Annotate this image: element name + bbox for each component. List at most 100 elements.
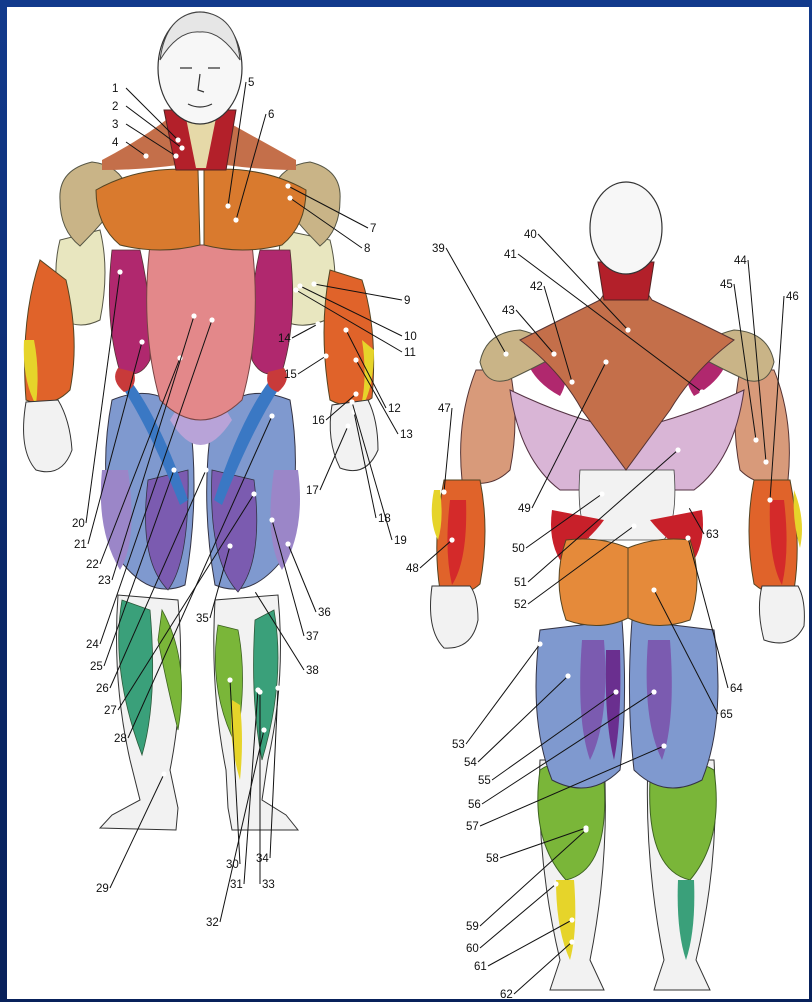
front-abdomen [147, 245, 256, 420]
label-number-43: 43 [502, 305, 515, 317]
marker-dot-42 [569, 379, 574, 384]
marker-dot-12 [343, 327, 348, 332]
marker-dot-20 [117, 269, 122, 274]
marker-dot-52 [631, 523, 636, 528]
label-number-61: 61 [474, 961, 487, 973]
marker-dot-64 [685, 535, 690, 540]
label-number-31: 31 [230, 879, 243, 891]
label-number-49: 49 [518, 503, 531, 515]
label-number-27: 27 [104, 705, 117, 717]
leader-line-36 [288, 544, 316, 612]
label-number-37: 37 [306, 631, 319, 643]
label-number-48: 48 [406, 563, 419, 575]
marker-dot-63 [685, 503, 690, 508]
marker-dot-65 [651, 587, 656, 592]
marker-dot-56 [651, 689, 656, 694]
marker-dot-45 [753, 437, 758, 442]
label-number-4: 4 [112, 137, 119, 149]
marker-dot-25 [171, 467, 176, 472]
back-left-upper-arm [461, 370, 515, 483]
leader-line-47 [444, 408, 452, 492]
marker-dot-54 [565, 673, 570, 678]
marker-dot-57 [661, 743, 666, 748]
label-number-62: 62 [500, 989, 513, 1001]
marker-dot-3 [173, 153, 178, 158]
marker-dot-29 [161, 771, 166, 776]
label-number-7: 7 [370, 223, 376, 235]
label-number-9: 9 [404, 295, 410, 307]
marker-dot-46 [767, 497, 772, 502]
marker-dot-55 [613, 689, 618, 694]
label-number-24: 24 [86, 639, 99, 651]
label-number-6: 6 [268, 109, 274, 121]
back-left-hand [431, 586, 479, 648]
label-number-58: 58 [486, 853, 499, 865]
label-number-35: 35 [196, 613, 209, 625]
back-head [590, 182, 662, 274]
marker-dot-41 [699, 389, 704, 394]
marker-dot-51 [675, 447, 680, 452]
label-number-19: 19 [394, 535, 407, 547]
label-number-36: 36 [318, 607, 331, 619]
marker-dot-6 [233, 217, 238, 222]
marker-dot-16 [353, 391, 358, 396]
label-number-3: 3 [112, 119, 118, 131]
label-number-54: 54 [464, 757, 477, 769]
front-serratus-right [251, 250, 293, 374]
marker-dot-13 [353, 357, 358, 362]
marker-dot-60 [553, 881, 558, 886]
marker-dot-4 [143, 153, 148, 158]
marker-dot-2 [179, 145, 184, 150]
marker-dot-14 [315, 321, 320, 326]
marker-dot-50 [599, 491, 604, 496]
front-serratus-left [109, 250, 150, 374]
label-number-53: 53 [452, 739, 465, 751]
marker-dot-27 [251, 491, 256, 496]
label-number-38: 38 [306, 665, 319, 677]
marker-dot-19 [349, 399, 354, 404]
back-right-upper-arm [735, 370, 789, 483]
label-number-25: 25 [90, 661, 103, 673]
marker-dot-28 [269, 413, 274, 418]
label-number-57: 57 [466, 821, 479, 833]
front-tibialis-left [119, 600, 153, 755]
label-number-52: 52 [514, 599, 527, 611]
leader-line-39 [446, 248, 506, 354]
leader-line-53 [466, 644, 540, 744]
marker-dot-30 [227, 677, 232, 682]
label-number-28: 28 [114, 733, 127, 745]
front-figure [24, 12, 378, 830]
label-number-15: 15 [284, 369, 297, 381]
label-number-60: 60 [466, 943, 479, 955]
marker-dot-43 [551, 351, 556, 356]
label-number-40: 40 [524, 229, 537, 241]
marker-dot-5 [225, 203, 230, 208]
marker-dot-61 [569, 917, 574, 922]
label-number-44: 44 [734, 255, 747, 267]
back-figure [431, 182, 805, 990]
label-number-17: 17 [306, 485, 319, 497]
marker-dot-1 [175, 137, 180, 142]
label-number-59: 59 [466, 921, 479, 933]
label-number-13: 13 [400, 429, 413, 441]
label-number-56: 56 [468, 799, 481, 811]
leader-line-15 [298, 356, 326, 374]
label-number-14: 14 [278, 333, 291, 345]
label-number-20: 20 [72, 518, 85, 530]
marker-dot-8 [287, 195, 292, 200]
marker-dot-62 [569, 939, 574, 944]
marker-dot-23 [191, 313, 196, 318]
label-number-29: 29 [96, 883, 109, 895]
marker-dot-40 [625, 327, 630, 332]
marker-dot-36 [285, 541, 290, 546]
label-number-45: 45 [720, 279, 733, 291]
label-number-64: 64 [730, 683, 743, 695]
label-number-32: 32 [206, 917, 219, 929]
marker-dot-32 [261, 727, 266, 732]
label-number-2: 2 [112, 101, 118, 113]
label-number-46: 46 [786, 291, 799, 303]
label-number-11: 11 [404, 347, 416, 359]
label-number-55: 55 [478, 775, 491, 787]
